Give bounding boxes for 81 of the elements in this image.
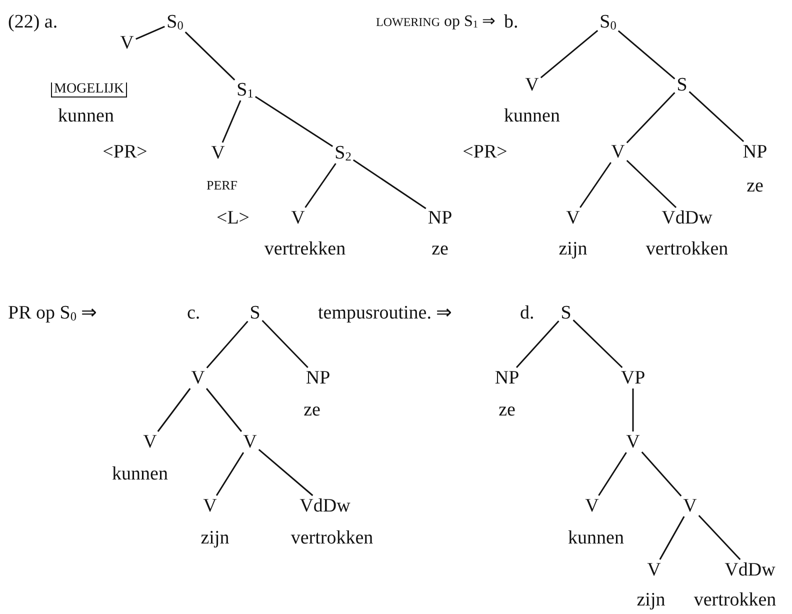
transformation-label: PR op S$_{0}$ ⇒ <box>8 304 98 322</box>
word-label: zijn <box>636 590 666 610</box>
tree-branch <box>641 451 682 497</box>
tree-branch <box>258 449 314 496</box>
tree-branch <box>516 320 560 368</box>
tree-node-label: V <box>585 496 599 516</box>
tree-branch <box>572 320 623 368</box>
tree-node-label: V <box>525 76 539 94</box>
tree-node-label: V <box>211 144 225 162</box>
transformation-label: LOWERING op S$_{1}$ ⇒ <box>376 14 496 30</box>
word-label: vertrekken <box>264 240 346 258</box>
tree-node-label: V <box>683 496 697 516</box>
tree-node-label: NP <box>306 368 330 388</box>
word-label: kunnen <box>568 528 624 548</box>
word-label: MOGELIJK <box>51 82 127 98</box>
tree-node-label: V <box>243 432 257 452</box>
tree-node-label: NP <box>494 368 520 388</box>
tree-branch <box>136 26 165 40</box>
transformation-label: d. <box>520 304 534 322</box>
tree-node-label: VP <box>620 368 646 388</box>
tree-branch <box>688 91 744 142</box>
tree-branch <box>222 100 242 143</box>
word-label: <L> <box>216 208 250 228</box>
tree-node-label: S <box>250 304 260 322</box>
tree-branch <box>304 163 336 208</box>
tree-branch <box>157 388 191 432</box>
tree-branch <box>540 30 598 78</box>
word-label: zijn <box>558 240 588 258</box>
word-label: zijn <box>200 528 230 548</box>
tree-branch <box>598 452 627 496</box>
word-label: vertrokken <box>290 528 374 548</box>
tree-branch <box>262 320 308 368</box>
word-label: <PR> <box>462 142 508 162</box>
tree-branch <box>618 30 676 80</box>
tree-branch <box>659 516 685 560</box>
tree-node-label: V <box>647 560 661 580</box>
tree-branch <box>626 160 677 208</box>
tree-node-label: V <box>626 432 640 452</box>
tree-node-label: VdDw <box>724 560 776 580</box>
tree-branch <box>352 159 426 210</box>
tree-node-label: NP <box>742 142 768 162</box>
transformation-label: tempusroutine. ⇒ <box>318 304 452 322</box>
tree-node-label: VdDw <box>300 496 350 516</box>
tree-node-label: V <box>191 368 205 388</box>
tree-node-label: V <box>120 34 134 52</box>
tree-node-label: V <box>143 432 157 452</box>
tree-node-label: NP <box>428 208 452 228</box>
tree-branch <box>698 514 741 560</box>
tree-node-label: S <box>676 76 688 94</box>
tree-node-label: S$_{0}$ <box>600 12 616 32</box>
tree-branch <box>254 96 334 147</box>
tree-node-label: VdDw <box>662 208 712 228</box>
word-label: vertrokken <box>646 240 728 258</box>
tree-node-label: S$_{2}$ <box>334 144 352 162</box>
word-label: kunnen <box>504 106 560 126</box>
word-label: kunnen <box>112 464 168 484</box>
tree-branch <box>580 162 612 208</box>
tree-branch <box>184 32 236 80</box>
word-label: <PR> <box>102 142 148 162</box>
tree-branch <box>206 388 242 432</box>
tree-node-label: S$_{1}$ <box>236 80 254 100</box>
transformation-label: b. <box>504 12 518 32</box>
word-label: vertrokken <box>694 590 776 610</box>
word-label: ze <box>432 240 448 258</box>
tree-node-label: V <box>203 496 217 516</box>
tree-node-label: V <box>611 142 625 162</box>
word-label: PERF <box>206 178 238 192</box>
transformation-label: c. <box>187 304 200 322</box>
tree-node-label: V <box>566 208 580 228</box>
tree-node-label: S <box>560 304 572 322</box>
word-label: kunnen <box>58 106 114 126</box>
word-label: ze <box>746 176 764 196</box>
tree-branch <box>632 388 634 432</box>
transformation-label: (22) a. <box>8 12 58 32</box>
word-label: ze <box>498 400 516 420</box>
tree-branch <box>206 320 248 368</box>
tree-branch <box>626 92 676 144</box>
tree-node-label: V <box>291 208 305 228</box>
word-label: ze <box>304 400 320 420</box>
tree-node-label: S$_{0}$ <box>166 12 184 32</box>
tree-branch <box>216 452 244 496</box>
